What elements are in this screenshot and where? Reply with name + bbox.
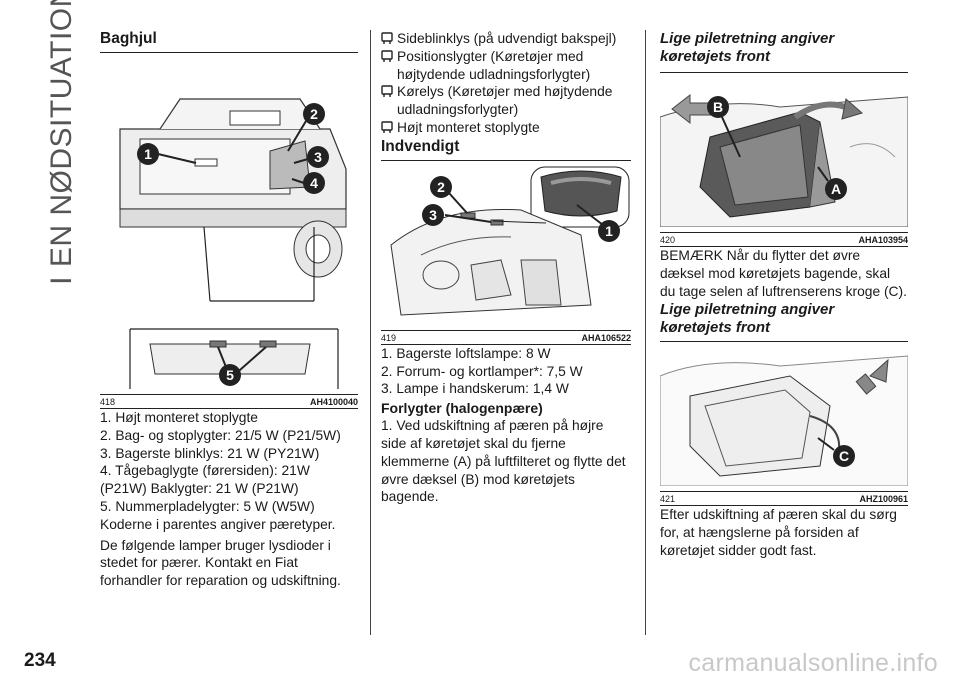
- figure-caption: 420 AHA103954: [660, 235, 908, 247]
- svg-text:3: 3: [314, 149, 322, 165]
- column-headlamp: Lige piletretning angiver køretøjets fro…: [659, 30, 909, 560]
- rear-truck-illustration: 1 2 3 4 5: [119, 98, 347, 389]
- list-item-text: Højt monteret stoplygte: [397, 119, 540, 135]
- callout-3: 3: [422, 203, 492, 226]
- callout-A: A: [817, 166, 847, 200]
- list-item: 2. Bag- og stoplygter: 21/5 W (P21/5W): [100, 427, 341, 443]
- figure-caption: 419 AHA106522: [381, 333, 631, 345]
- figure-number: 420: [660, 235, 676, 245]
- list-item-text: Positionslygter (Køretøjer med højtydend…: [397, 48, 591, 82]
- column-interior-lights: Sideblinklys (på udvendigt bakspejl) Pos…: [381, 30, 631, 506]
- list-item: 5. Nummerpladelygter: 5 W (W5W): [100, 498, 315, 514]
- callout-3: 3: [293, 146, 329, 168]
- watermark: carmanualsonline.info: [688, 649, 938, 677]
- callout-2: 2: [430, 175, 468, 214]
- callout-B: B: [707, 96, 741, 158]
- figure-418: 1 2 3 4 5: [100, 59, 358, 395]
- figure-number: 418: [100, 397, 116, 407]
- subheading-forlygter: Forlygter (halogenpære): [381, 400, 543, 417]
- list-item: 3. Bagerste blinklys: 21 W (PY21W): [100, 445, 320, 461]
- section-side-title: I EN NØDSITUATION: [44, 0, 80, 285]
- list-item: 1. Bagerste loftslampe: 8 W: [381, 345, 551, 361]
- svg-text:4: 4: [310, 175, 318, 191]
- figure-code: AH4100040: [309, 397, 358, 407]
- figure-number: 421: [660, 494, 676, 505]
- air-cleaner-illustration: C: [659, 355, 909, 487]
- page-number: 234: [24, 650, 56, 671]
- figure-421: C: [659, 346, 909, 493]
- list-item: 4. Tågebaglygte (førersiden): 21W (P21W)…: [100, 463, 310, 497]
- instruction-text: 1. Ved udskiftning af pæren på højre sid…: [381, 418, 626, 505]
- callout-5: 5: [219, 364, 241, 386]
- figure-420: B A: [659, 77, 909, 233]
- heading-front-direction: Lige piletretning angiver køretøjets fro…: [660, 301, 835, 337]
- svg-text:3: 3: [429, 207, 437, 223]
- figure-419: 1 2 3: [381, 165, 631, 331]
- svg-text:2: 2: [437, 179, 445, 195]
- list-item: 1. Højt monteret stoplygte: [100, 410, 258, 425]
- svg-text:1: 1: [605, 223, 613, 239]
- figure-code: AHZ100961: [859, 494, 908, 505]
- callout-1: 1: [137, 143, 197, 165]
- column-divider: [645, 30, 646, 635]
- column-rear-lights: Baghjul: [100, 30, 358, 590]
- heading-indvendigt: Indvendigt: [381, 137, 460, 155]
- figure-code: AHA103954: [858, 235, 908, 245]
- list-item: 2. Forrum- og kortlamper*: 7,5 W: [381, 363, 583, 379]
- figure-caption: 421 AHZ100961: [660, 494, 908, 507]
- section-side-title-text: I EN NØDSITUATION: [45, 0, 78, 285]
- list-item: Kørelys (Køretøjer med højtydende udladn…: [381, 83, 631, 119]
- list-item: 3. Lampe i handskerum: 1,4 W: [381, 381, 569, 397]
- led-note: De følgende lamper bruger lysdioder i st…: [100, 537, 341, 589]
- heading-rule: [381, 159, 631, 161]
- bulb-icon: [381, 85, 393, 98]
- column-divider: [370, 30, 371, 635]
- list-item-text: Kørelys (Køretøjer med højtydende udladn…: [397, 84, 613, 118]
- list-item: Sideblinklys (på udvendigt bakspejl): [381, 30, 631, 48]
- list-item: Positionslygter (Køretøjer med højtydend…: [381, 48, 631, 84]
- callout-C: C: [817, 437, 855, 468]
- list-item: Højt monteret stoplygte: [381, 119, 631, 137]
- bulb-type-note: Koderne i parentes angiver pæretyper.: [100, 516, 336, 532]
- heading-front-direction: Lige piletretning angiver køretøjets fro…: [660, 30, 835, 65]
- heading-rule: [660, 341, 908, 343]
- callout-2: 2: [287, 103, 325, 152]
- callout-4: 4: [291, 172, 325, 194]
- heading-rule: [100, 52, 358, 53]
- callout-1: 1: [576, 203, 620, 242]
- svg-text:2: 2: [310, 106, 318, 122]
- bulb-icon: [381, 50, 393, 62]
- figure-code: AHA106522: [581, 332, 631, 343]
- engine-cover-illustration: B A: [659, 93, 909, 228]
- svg-text:5: 5: [226, 367, 234, 383]
- svg-text:B: B: [713, 99, 723, 115]
- note-text: BEMÆRK Når du flytter det øvre dæksel mo…: [660, 248, 907, 299]
- svg-text:C: C: [839, 448, 849, 464]
- list-item-text: Sideblinklys (på udvendigt bakspejl): [397, 31, 617, 46]
- svg-text:A: A: [831, 181, 841, 197]
- figure-number: 419: [381, 332, 397, 343]
- bulb-icon: [381, 32, 393, 44]
- svg-text:1: 1: [144, 146, 152, 162]
- interior-illustration: 1 2 3: [390, 166, 630, 316]
- heading-rule: [660, 72, 908, 73]
- bulb-icon: [381, 121, 393, 133]
- heading-baghjul: Baghjul: [100, 30, 157, 47]
- figure-caption: 418 AH4100040: [100, 397, 358, 409]
- instruction-text: Efter udskiftning af pæren skal du sørg …: [660, 507, 897, 558]
